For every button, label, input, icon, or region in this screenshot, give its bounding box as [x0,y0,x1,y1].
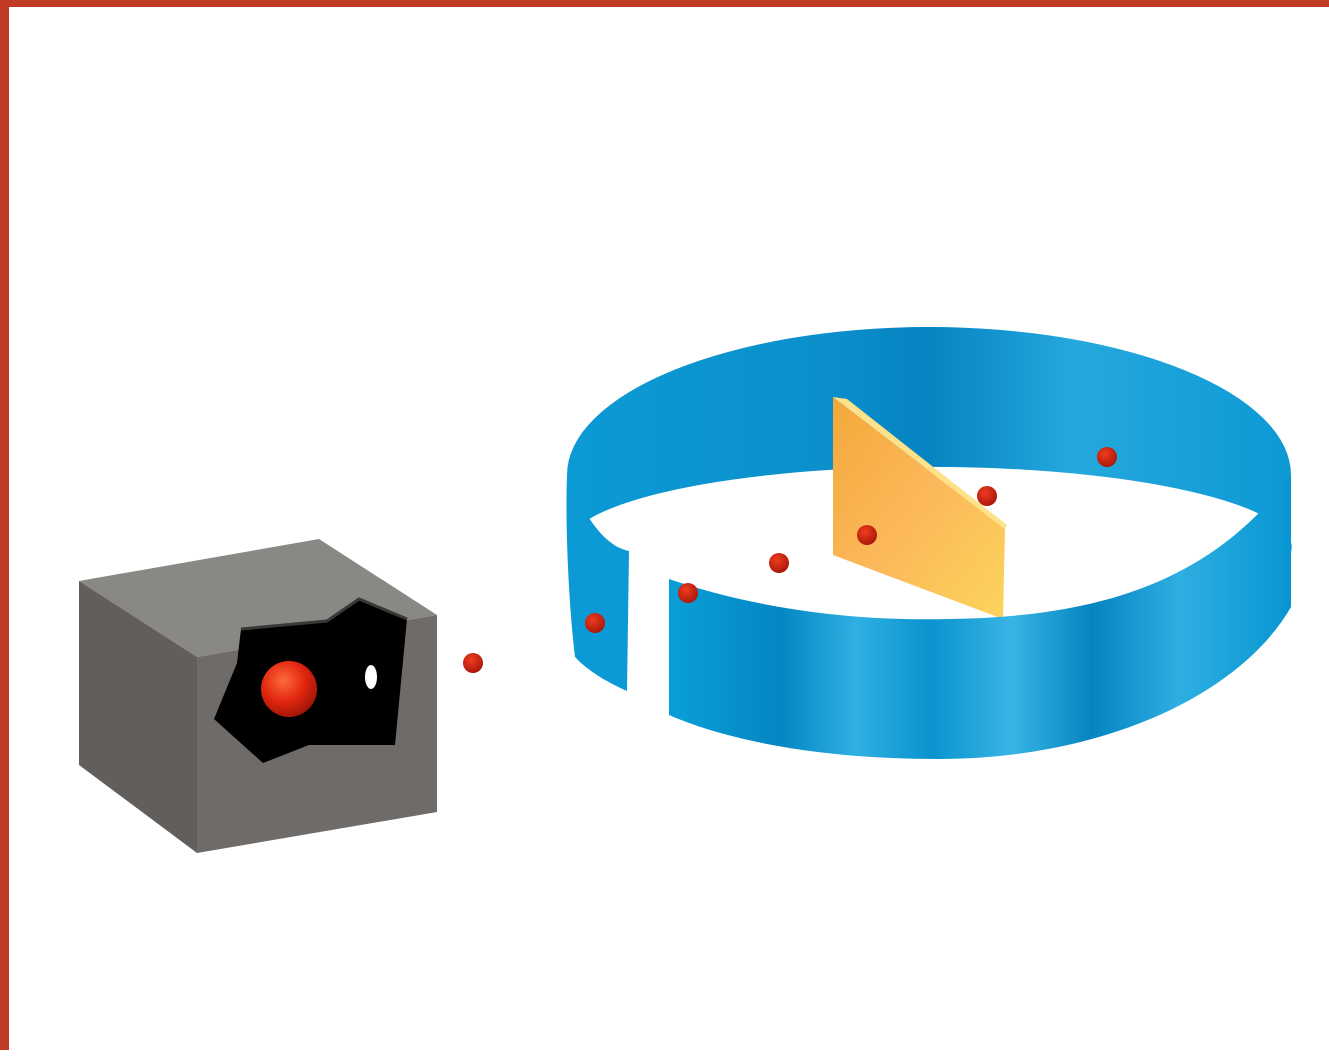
source-box-left-face [79,581,197,853]
ring-front-right-segment [669,475,1291,759]
source-aperture [365,665,377,689]
particle-path [463,447,1117,673]
target-plate [833,397,1007,619]
particle-dot-icon [585,613,605,633]
particle-dot-icon [977,486,997,506]
particle-dot-icon [769,553,789,573]
ring-front-left-segment [566,475,629,691]
ring-back-wall [567,327,1292,552]
particle-dot-icon [1097,447,1117,467]
source-particle-icon [261,661,317,717]
particle-dot-icon [857,525,877,545]
particle-dot-icon [678,583,698,603]
diagram-canvas [79,327,1292,853]
source-box-icon [79,539,437,853]
particle-dot-icon [463,653,483,673]
